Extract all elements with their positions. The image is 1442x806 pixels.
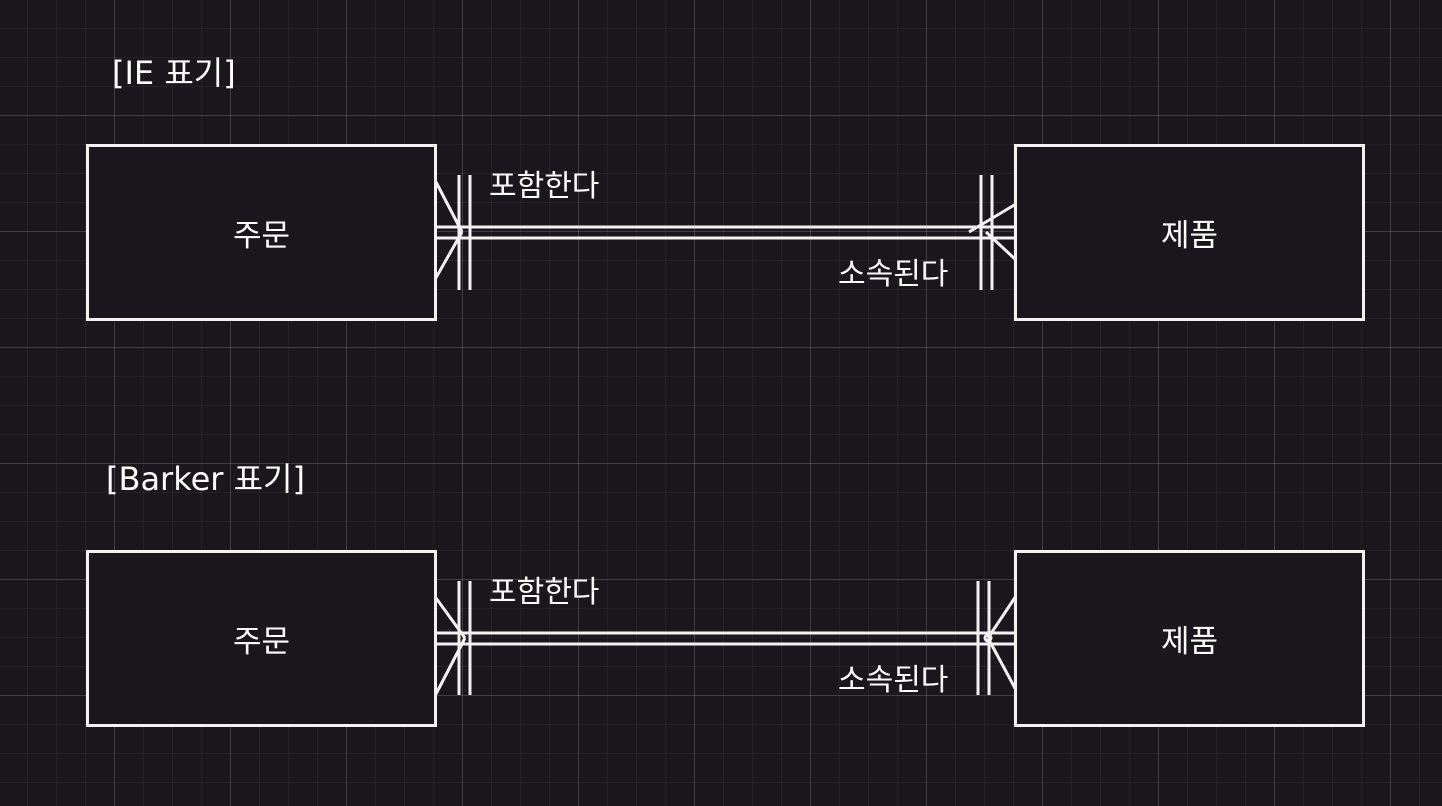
- barker-left-relation-label: 포함한다: [489, 575, 600, 610]
- barker-right-crowfoot-upper: [986, 595, 1018, 639]
- ie-order-entity[interactable]: 주문: [86, 144, 437, 321]
- barker-right-optional-circle: [983, 633, 993, 643]
- ie-right-crowfoot-upper: [968, 202, 1017, 234]
- barker-relationship: [434, 581, 1018, 695]
- ie-right-crowfoot-lower: [984, 230, 1018, 262]
- barker-right-crowfoot-lower: [986, 637, 1018, 691]
- barker-product-entity[interactable]: 제품: [1014, 550, 1365, 727]
- ie-product-entity[interactable]: 제품: [1014, 144, 1365, 321]
- ie-right-relation-label: 소속된다: [838, 257, 949, 292]
- barker-right-relation-label: 소속된다: [838, 663, 949, 698]
- barker-left-crowfoot-upper: [434, 597, 467, 639]
- barker-product-entity-label: 제품: [1160, 624, 1219, 660]
- ie-left-relation-label: 포함한다: [489, 169, 600, 204]
- barker-notation-title: [Barker 표기]: [106, 460, 305, 498]
- barker-order-entity-label: 주문: [232, 624, 291, 660]
- ie-product-entity-label: 제품: [1160, 218, 1219, 254]
- ie-notation-title: [IE 표기]: [112, 54, 236, 92]
- ie-order-entity-label: 주문: [232, 218, 291, 254]
- barker-left-crowfoot-lower: [434, 637, 467, 695]
- ie-left-crowfoot-upper: [434, 181, 464, 233]
- barker-order-entity[interactable]: 주문: [86, 550, 437, 727]
